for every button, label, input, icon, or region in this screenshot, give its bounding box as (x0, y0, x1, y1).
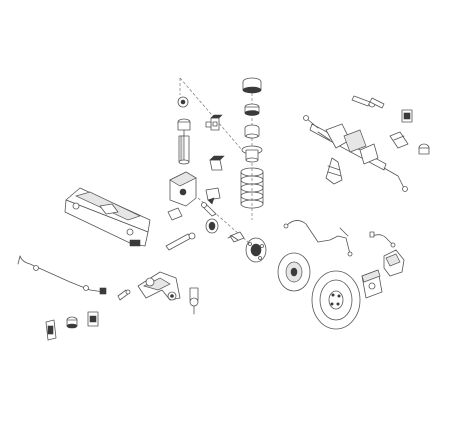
tie-rod (303, 115, 319, 129)
stabilizer-bar (17, 255, 107, 295)
rack-boot (325, 157, 343, 185)
bump-stop (244, 124, 260, 139)
stabilizer-link (117, 289, 131, 301)
shock-absorber (177, 118, 191, 165)
tie-rod (165, 232, 196, 251)
brake-pads (383, 249, 405, 277)
bracket (209, 155, 225, 171)
steering-rack (309, 123, 387, 171)
tie-rod (383, 167, 408, 192)
bushing (66, 316, 78, 329)
spring-seat-upper (241, 145, 263, 163)
bushing (418, 143, 430, 155)
subframe (64, 187, 151, 247)
bracket (205, 187, 221, 205)
bushing (45, 319, 57, 341)
abs-sensor-cable (369, 231, 396, 248)
bracket (205, 114, 223, 131)
strut-bushing (244, 103, 260, 116)
brake-caliper (361, 269, 383, 299)
bushing (389, 131, 409, 149)
bracket (401, 109, 413, 123)
tie-rod-end (351, 95, 385, 109)
tie-rod-end (227, 231, 245, 243)
wheel-bearing (205, 218, 219, 234)
steering-knuckle (167, 171, 197, 221)
brake-disc (311, 270, 361, 330)
ball-joint (189, 287, 199, 315)
control-arm (137, 271, 181, 301)
brake-hose (283, 220, 353, 257)
coil-spring (240, 167, 264, 209)
bolt (201, 202, 217, 217)
bolt (231, 235, 239, 241)
wheel-hub (245, 237, 267, 263)
bracket (87, 311, 99, 327)
spring-top-mount (242, 77, 262, 94)
dust-shield (277, 252, 311, 292)
shock-absorber-top-nut (177, 96, 189, 108)
